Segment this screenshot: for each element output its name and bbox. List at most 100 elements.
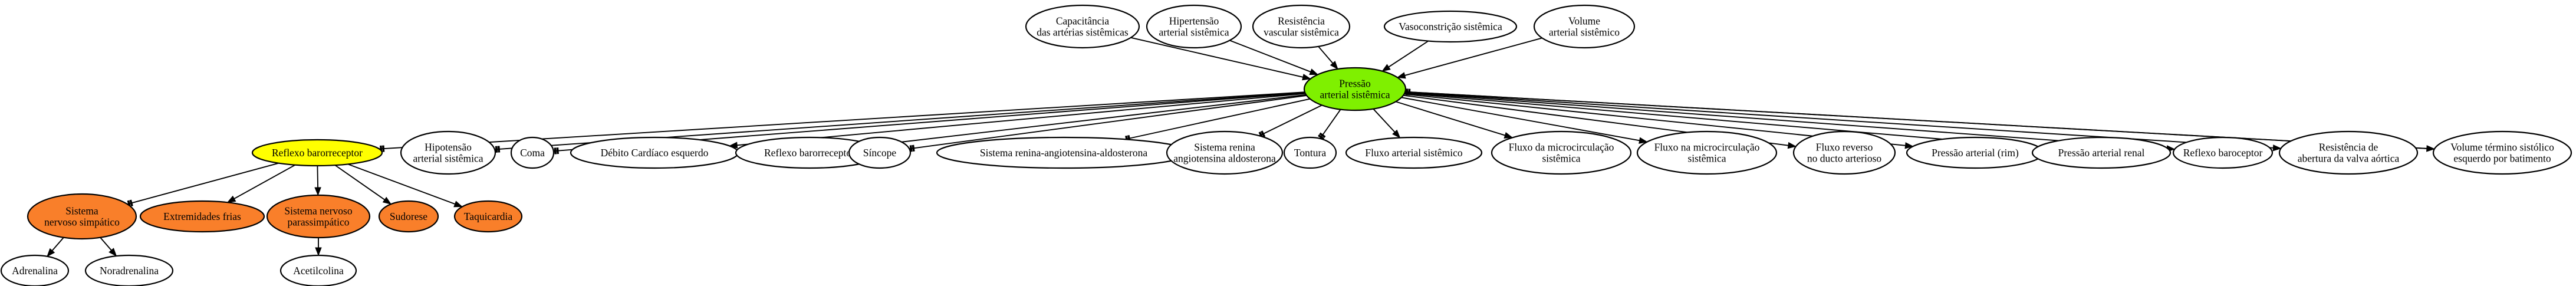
- node-label: Sistema nervoso: [284, 205, 352, 217]
- edge-resvasc-to-pas: [1318, 46, 1338, 70]
- arrowhead: [1302, 74, 1311, 81]
- node-ellipse: [139, 200, 265, 233]
- node-taqui[interactable]: Taquicardia: [453, 200, 523, 233]
- node-label: arterial sistêmico: [1549, 27, 1620, 38]
- node-label: Débito Cardíaco esquerdo: [601, 147, 709, 159]
- edge-line: [1373, 108, 1396, 133]
- node-reflexo_y[interactable]: Reflexo barorreceptor: [251, 139, 383, 167]
- node-ellipse: [453, 200, 523, 233]
- edge-pas-to-sincope: [909, 95, 1307, 152]
- node-acetilcolina[interactable]: Acetilcolina: [279, 254, 357, 286]
- node-label: Fluxo arterial sistêmico: [1365, 147, 1462, 159]
- edge-line: [1404, 92, 2167, 149]
- node-tontura[interactable]: Tontura: [1283, 136, 1337, 169]
- node-ellipse: [1303, 67, 1407, 111]
- node-vasocon[interactable]: Vasoconstrição sistêmica: [1383, 10, 1518, 43]
- edge-line: [1405, 91, 2434, 150]
- node-label: Reflexo barorreceptor: [764, 147, 855, 159]
- arrowhead: [382, 196, 392, 205]
- node-label: arterial sistêmica: [1320, 89, 1390, 101]
- edge-line: [1404, 93, 2029, 147]
- node-label: Sistema renina: [1194, 142, 1255, 153]
- edge-line: [51, 237, 64, 251]
- node-extrem[interactable]: Extremidades frias: [139, 200, 265, 233]
- node-debito[interactable]: Débito Cardíaco esquerdo: [570, 136, 739, 169]
- edge-line: [1404, 37, 1542, 76]
- node-label: Resistência de: [2319, 142, 2378, 153]
- edge-reflexo_y-to-snp: [314, 165, 321, 196]
- node-ellipse: [279, 254, 357, 286]
- edge-line: [1401, 97, 1640, 142]
- edge-line: [334, 165, 385, 200]
- edge-volume-to-pas: [1396, 37, 1542, 79]
- node-pa_rim[interactable]: Pressão arterial (rim): [1906, 136, 2045, 169]
- node-label: abertura da valva aórtica: [2298, 153, 2400, 165]
- node-ellipse: [84, 254, 174, 286]
- edge-vasocon-to-pas: [1381, 40, 1429, 72]
- node-label: Fluxo da microcirculação: [1509, 142, 1614, 153]
- node-label: Taquicardia: [464, 211, 513, 222]
- node-reflexo2[interactable]: Reflexo barorreceptor: [735, 136, 884, 169]
- node-sincope[interactable]: Síncope: [848, 136, 912, 169]
- edge-pas-to-tontura: [1318, 109, 1341, 140]
- node-label: Síncope: [863, 147, 897, 159]
- edge-reflexo_y-to-extrem: [226, 164, 296, 203]
- node-ellipse: [1283, 136, 1337, 169]
- node-label: das artérias sistêmicas: [1037, 27, 1129, 38]
- edge-sns-to-noradrenalina: [100, 237, 117, 257]
- node-noradrenalina[interactable]: Noradrenalina: [84, 254, 174, 286]
- edge-line: [1229, 40, 1311, 73]
- edge-hipert-to-pas: [1229, 40, 1319, 75]
- arrowhead: [108, 248, 117, 257]
- node-ellipse: [0, 254, 70, 286]
- node-fluxo_art[interactable]: Fluxo arterial sistêmico: [1345, 136, 1483, 169]
- node-label: vascular sistêmica: [1264, 27, 1339, 38]
- node-label: angiotensina aldosterona: [1173, 153, 1276, 165]
- node-pa_renal[interactable]: Pressão arterial renal: [2031, 136, 2172, 169]
- node-label: Noradrenalina: [100, 265, 159, 277]
- edge-line: [317, 165, 319, 188]
- edge-line: [909, 95, 1307, 150]
- arrowhead: [315, 247, 322, 257]
- arrowhead: [1392, 129, 1401, 139]
- arrowhead: [47, 248, 55, 257]
- arrowhead: [1787, 142, 1797, 149]
- node-ellipse: [1025, 4, 1140, 49]
- node-coma[interactable]: Coma: [510, 136, 555, 169]
- arrowhead: [2272, 144, 2282, 152]
- node-adrenalina[interactable]: Adrenalina: [0, 254, 70, 286]
- tee-mark: [1318, 134, 1325, 140]
- arrowhead: [453, 200, 463, 208]
- node-ellipse: [510, 136, 555, 169]
- edge-line: [1124, 98, 1310, 140]
- node-label: Sistema renina-angiotensina-aldosterona: [980, 147, 1148, 159]
- node-label: parassimpático: [288, 216, 350, 228]
- node-label: Extremidades frias: [163, 211, 241, 222]
- node-sudorese[interactable]: Sudorese: [378, 200, 439, 233]
- node-label: no ducto arterioso: [1807, 153, 1882, 165]
- node-label: arterial sistêmica: [1159, 27, 1229, 38]
- node-label: Capacitância: [1056, 15, 1110, 27]
- tee-mark: [495, 146, 498, 153]
- node-label: esquerdo por batimento: [2453, 153, 2551, 165]
- edge-line: [1130, 37, 1304, 78]
- node-ellipse: [1533, 4, 1636, 49]
- node-reflexo3[interactable]: Reflexo baroceptor: [2172, 136, 2274, 169]
- node-label: Sudorese: [390, 211, 427, 222]
- node-sraa[interactable]: Sistema renina-angiotensina-aldosterona: [936, 136, 1192, 169]
- edge-cap-to-pas: [1130, 37, 1311, 81]
